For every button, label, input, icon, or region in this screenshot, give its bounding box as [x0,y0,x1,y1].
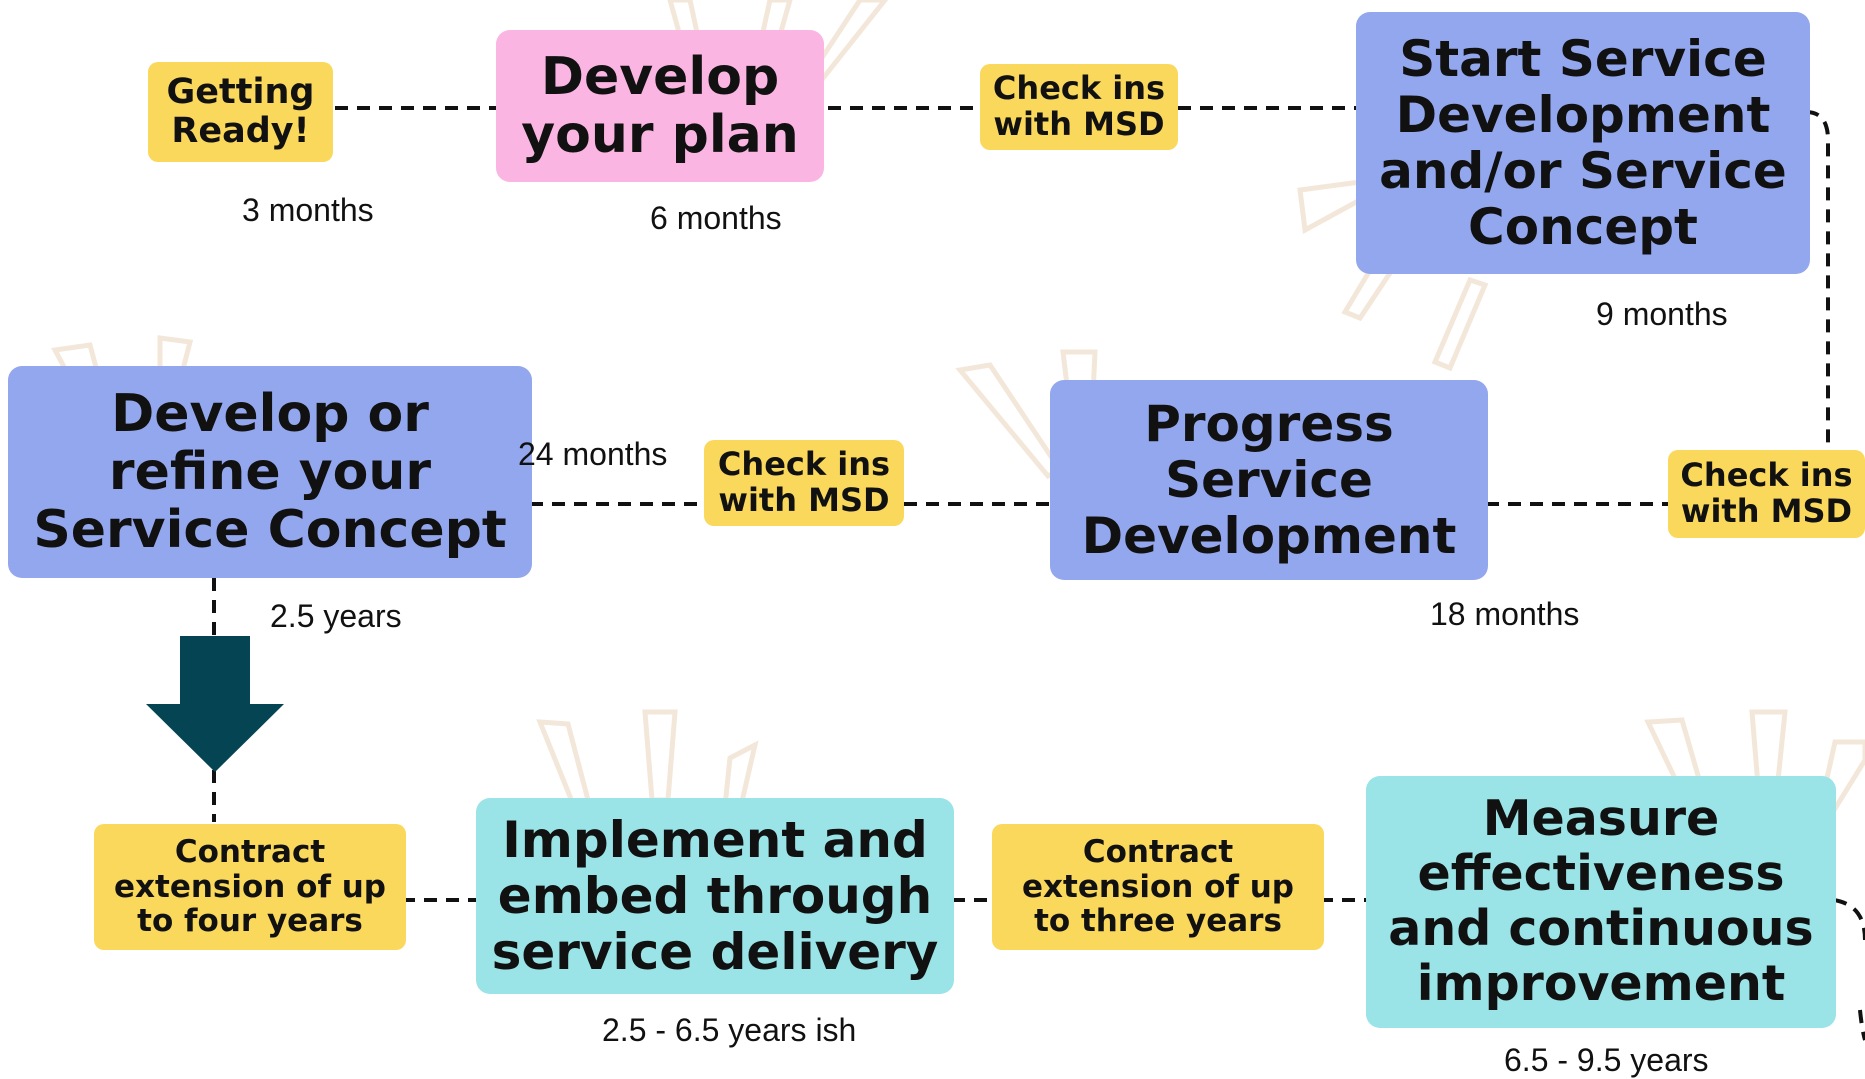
checkin-with-msd-2: Check ins with MSD [704,440,904,526]
stage-implement-embed-label: Implement and embed through service deli… [491,811,939,981]
checkin-with-msd-1: Check ins with MSD [980,64,1178,150]
connector-lines [212,106,1865,1041]
duration-measure: 6.5 - 9.5 years [1504,1042,1709,1078]
contract-extension-three-years: Contract extension of up to three years [992,824,1324,950]
duration-implement-embed: 2.5 - 6.5 years ish [602,1012,857,1048]
down-arrow-icon [146,636,284,772]
duration-start-service-development: 9 months [1596,296,1728,332]
contract-extension-four-years-label: Contract extension of up to four years [113,833,386,940]
contract-extension-three-years-label: Contract extension of up to three years [1021,833,1294,940]
duration-contract-four: 2.5 years [270,598,402,634]
stage-progress-service-development-label: Progress Service Development [1081,395,1457,565]
duration-develop-refine: 24 months [518,436,668,472]
duration-progress-service: 18 months [1430,596,1580,632]
stage-getting-ready-label: Getting Ready! [166,71,315,151]
stage-develop-plan: Develop your plan [496,30,824,182]
stage-develop-refine-concept-label: Develop or refine your Service Concept [33,383,507,561]
checkin-with-msd-3: Check ins with MSD [1668,450,1865,538]
stage-measure-effectiveness-label: Measure effectiveness and continuous imp… [1388,790,1814,1012]
contract-extension-four-years: Contract extension of up to four years [94,824,406,950]
duration-getting-ready: 3 months [242,192,374,228]
stage-develop-refine-concept: Develop or refine your Service Concept [8,366,532,578]
checkin-with-msd-1-label: Check ins with MSD [992,69,1166,143]
stage-getting-ready: Getting Ready! [148,62,333,162]
stage-start-service-development: Start Service Development and/or Service… [1356,12,1810,274]
stage-progress-service-development: Progress Service Development [1050,380,1488,580]
checkin-with-msd-2-label: Check ins with MSD [717,445,891,519]
duration-develop-plan: 6 months [650,200,782,236]
stage-measure-effectiveness: Measure effectiveness and continuous imp… [1366,776,1836,1028]
stage-start-service-development-label: Start Service Development and/or Service… [1379,30,1787,256]
stage-implement-embed: Implement and embed through service deli… [476,798,954,994]
checkin-with-msd-3-label: Check ins with MSD [1680,456,1853,530]
stage-develop-plan-label: Develop your plan [521,46,799,165]
